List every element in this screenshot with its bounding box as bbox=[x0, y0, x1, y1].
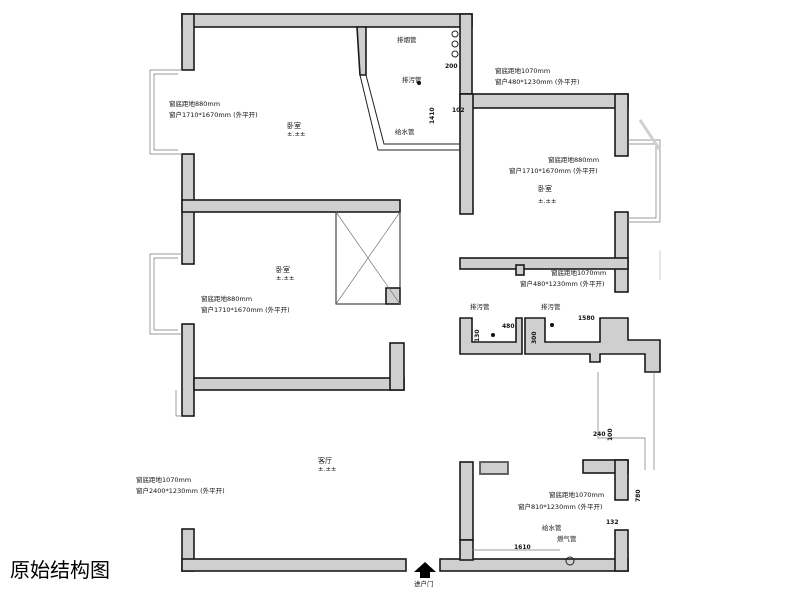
dimension: 300 bbox=[531, 331, 538, 344]
window-note: 窗底距地880mm bbox=[201, 294, 252, 303]
pipe-dot bbox=[491, 333, 495, 337]
wall-left-3 bbox=[181, 323, 195, 417]
window-note: 窗户1710*1670mm (外平开) bbox=[201, 305, 290, 314]
entry-label: 进户门 bbox=[414, 579, 434, 588]
window-note: 窗底距地1070mm bbox=[549, 490, 604, 499]
balcony-line bbox=[597, 372, 646, 470]
dimension: 1580 bbox=[578, 315, 595, 322]
bay-window-1 bbox=[149, 69, 182, 155]
wall-kitchen-left bbox=[356, 26, 367, 76]
pipe-label: 排烟管 bbox=[397, 35, 417, 44]
dimension: 102 bbox=[452, 107, 465, 114]
dimension-labels: 200 1410 102 480 130 300 1580 240 100 78… bbox=[429, 63, 642, 551]
pipe-circle bbox=[451, 50, 459, 58]
pipe-label: 排污管 bbox=[402, 75, 422, 84]
dimension: 240 bbox=[593, 431, 606, 438]
room-bedroom-3: 卧室 bbox=[538, 184, 552, 193]
pipe-label: 给水管 bbox=[395, 127, 415, 136]
wall-right-bedroom-bottom bbox=[459, 257, 629, 270]
window-note: 窗底距地880mm bbox=[169, 99, 220, 108]
window-notes: 窗底距地880mm 窗户1710*1670mm (外平开) 窗底距地880mm … bbox=[136, 66, 606, 511]
wall-shaft-stub bbox=[385, 287, 401, 305]
pipe-label: 排污管 bbox=[541, 302, 561, 311]
dimension: 780 bbox=[635, 489, 642, 502]
entry-arrow-icon bbox=[414, 562, 436, 578]
dimension: 200 bbox=[445, 63, 458, 70]
wall-bath-left bbox=[459, 317, 523, 355]
wall-bottom-kitchen bbox=[459, 539, 474, 561]
window-note: 窗底距地1070mm bbox=[551, 268, 606, 277]
walls bbox=[181, 13, 661, 572]
window-note: 窗户1710*1670mm (外平开) bbox=[169, 110, 258, 119]
wall-right-b bbox=[614, 211, 629, 293]
wall-kitchen-right bbox=[459, 13, 473, 95]
window-note: 窗户480*1230mm (外平开) bbox=[495, 77, 580, 86]
window-note: 窗底距地1070mm bbox=[495, 66, 550, 75]
wall-kitchen-lower-left bbox=[459, 461, 474, 541]
room-bedroom-2: 卧室 bbox=[276, 265, 290, 274]
room-living: 客厅 bbox=[318, 456, 332, 465]
caption-title: 原始结构图 bbox=[10, 558, 110, 582]
pipe-label: 燃气管 bbox=[557, 534, 577, 543]
wall-top bbox=[181, 13, 473, 28]
window-note: 窗底距地880mm bbox=[548, 155, 599, 164]
window-note: 窗户480*1230mm (外平开) bbox=[520, 279, 605, 288]
pipe-markers bbox=[417, 30, 575, 566]
pipe-circle bbox=[565, 556, 575, 566]
bay-window-2 bbox=[149, 253, 182, 335]
pipe-circle bbox=[451, 30, 459, 38]
inner-lines bbox=[149, 69, 662, 551]
wall-right-top bbox=[459, 93, 629, 109]
entry-door: 进户门 bbox=[414, 562, 436, 588]
wall-right-a bbox=[614, 93, 629, 157]
wall-bottom-right-v bbox=[614, 529, 629, 572]
window-note: 窗户810*1230mm (外平开) bbox=[518, 502, 603, 511]
wall-bedroom2-right bbox=[389, 342, 405, 391]
pipe-labels: 排烟管 排污管 给水管 排污管 排污管 给水管 燃气管 bbox=[395, 35, 577, 543]
kitchen-angled-wall bbox=[359, 74, 460, 151]
bay-window-3 bbox=[628, 139, 661, 223]
pipe-label: 排污管 bbox=[470, 302, 490, 311]
pipe-circle bbox=[451, 40, 459, 48]
dimension: 480 bbox=[502, 323, 515, 330]
wall-right-bedroom-left bbox=[459, 93, 474, 215]
wall-left-1 bbox=[181, 13, 195, 71]
window-note: 窗底距地1070mm bbox=[136, 475, 191, 484]
room-level: ±.±± bbox=[287, 130, 305, 138]
room-level: ±.±± bbox=[276, 274, 294, 282]
window-note: 窗户2400*1230mm (外平开) bbox=[136, 486, 225, 495]
pipe-label: 给水管 bbox=[542, 523, 562, 532]
dimension: 1410 bbox=[429, 107, 436, 124]
wall-right-lower-v bbox=[614, 459, 629, 501]
wall-bottom-left bbox=[181, 558, 407, 572]
room-level: ±.±± bbox=[318, 465, 336, 473]
wall-stub-1 bbox=[515, 264, 525, 276]
pipe-dot bbox=[417, 81, 421, 85]
wall-kitchen-lower-top bbox=[479, 461, 509, 475]
wall-bedroom2-bottom bbox=[193, 377, 405, 391]
dimension: 1610 bbox=[514, 544, 531, 551]
room-level: ±.±± bbox=[538, 197, 556, 205]
room-labels: 卧室 ±.±± 卧室 ±.±± 卧室 ±.±± 客厅 ±.±± bbox=[276, 121, 556, 473]
window-note: 窗户1710*1670mm (外平开) bbox=[509, 166, 598, 175]
wall-bedroom-divider bbox=[181, 199, 401, 213]
dimension: 100 bbox=[607, 428, 614, 441]
room-bedroom-1: 卧室 bbox=[287, 121, 301, 130]
shaft bbox=[335, 211, 401, 305]
dimension: 130 bbox=[474, 329, 481, 342]
dimension: 132 bbox=[606, 519, 619, 526]
pipe-dot bbox=[550, 323, 554, 327]
wall-bath-right bbox=[524, 317, 661, 373]
